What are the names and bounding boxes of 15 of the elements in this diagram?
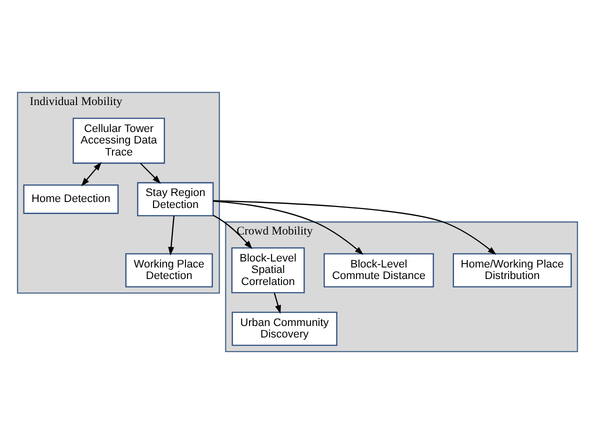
node-box: Stay Region Detection <box>137 182 214 216</box>
node-box: Home/Working Place Distribution <box>452 253 572 288</box>
arrow <box>213 200 364 255</box>
node-box: Block-Level Spatial Correlation <box>231 247 305 294</box>
node-box: Urban Community Discovery <box>232 312 338 346</box>
arrow <box>140 162 161 184</box>
node-box: Working Place Detection <box>125 253 213 288</box>
arrow <box>168 216 175 256</box>
arrow <box>81 162 102 186</box>
arrow <box>213 200 496 255</box>
arrow <box>274 292 281 314</box>
node-box: Block-Level Commute Distance <box>324 253 434 288</box>
node-box: Cellular Tower Accessing Data Trace <box>72 118 165 164</box>
node-box: Home Detection <box>23 184 119 214</box>
arrow <box>212 214 252 250</box>
